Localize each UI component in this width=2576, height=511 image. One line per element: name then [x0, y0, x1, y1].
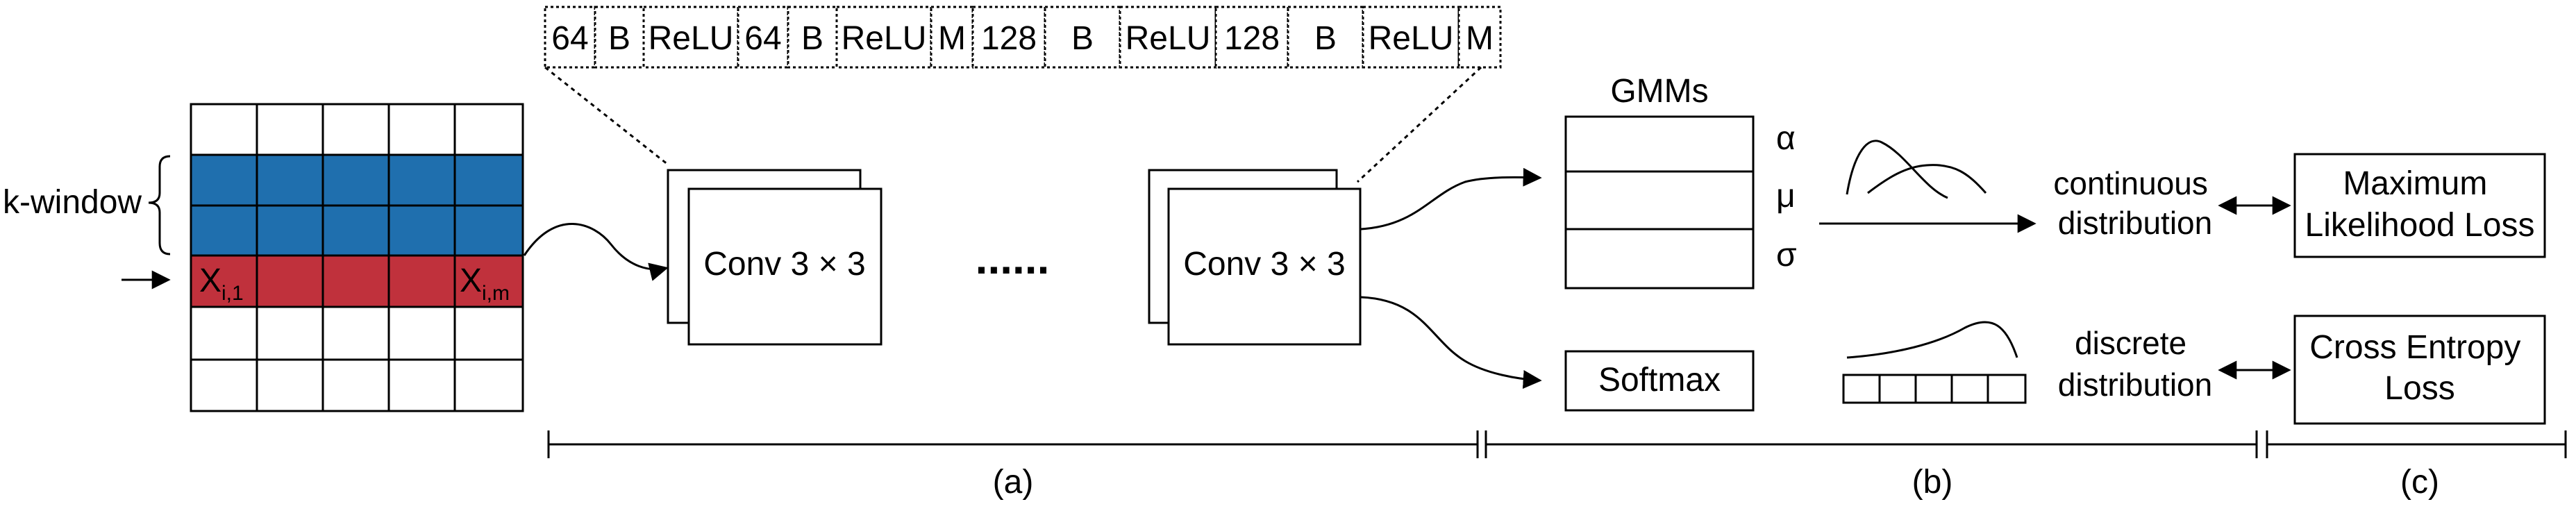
mle-loss-label: Maximum Likelihood Loss [2305, 165, 2535, 244]
k-window-brace [148, 155, 171, 255]
grid-lines [190, 103, 524, 412]
layer-cell: 64 [737, 6, 789, 69]
layer-cell-label: ReLU [1126, 20, 1211, 57]
gmm-param-mu: μ [1776, 178, 1796, 215]
gmm-param-alpha: α [1776, 120, 1796, 157]
input-grid: Xi,1 Xi,m [190, 103, 524, 412]
layer-cell: 128 [971, 6, 1046, 69]
layer-cell-label: ReLU [1369, 20, 1454, 57]
section-a-label: (a) [993, 464, 1034, 501]
grid-to-conv-arrow [523, 223, 669, 281]
conv-block-last: Conv 3 × 3 [1148, 169, 1362, 346]
continuous-distribution-icon [1819, 140, 2036, 233]
x-first-label: Xi,1 [199, 262, 244, 305]
conv-block-first: Conv 3 × 3 [667, 169, 883, 346]
mle-loss-block: Maximum Likelihood Loss [2293, 153, 2546, 258]
section-brackets [547, 430, 2567, 458]
conv-last-label: Conv 3 × 3 [1183, 246, 1345, 283]
layer-cell: ReLU [1119, 6, 1217, 69]
layer-cell: ReLU [642, 6, 739, 69]
conv-to-gmm-arrow [1360, 167, 1542, 231]
layer-cell-label: 128 [1224, 20, 1280, 57]
layer-cell: B [1044, 6, 1121, 69]
softmax-block: Softmax [1564, 350, 1755, 412]
layer-cell-label: B [1314, 20, 1337, 57]
section-c-label: (c) [2400, 464, 2439, 501]
x-last-label: Xi,m [460, 262, 510, 305]
layer-cell: 128 [1214, 6, 1289, 69]
layer-cell-label: 128 [981, 20, 1037, 57]
discrete-label: discrete distribution [2058, 325, 2212, 403]
layer-cell-label: B [608, 20, 630, 57]
layer-cell: B [787, 6, 838, 69]
ce-loss-label: Cross Entropy Loss [2309, 329, 2529, 407]
zoom-line-left [544, 66, 669, 166]
ellipsis: ...... [976, 233, 1050, 283]
layer-cell-label: ReLU [842, 20, 927, 57]
discrete-distribution-icon [1842, 321, 2027, 404]
layer-cell: ReLU [835, 6, 932, 69]
layer-cell-label: B [801, 20, 823, 57]
gmm-param-sigma: σ [1776, 237, 1797, 274]
current-row-fill [191, 255, 523, 307]
layer-cell-label: 64 [744, 20, 781, 57]
layer-cell: B [594, 6, 645, 69]
gmm-title: GMMs [1610, 73, 1708, 110]
continuous-label: continuous distribution [2053, 165, 2216, 241]
layer-cell: M [930, 6, 974, 69]
layer-cell-label: M [1466, 20, 1494, 57]
layer-cell: B [1287, 6, 1364, 69]
softmax-label: Softmax [1598, 362, 1721, 399]
conv-to-softmax-arrow [1360, 296, 1542, 389]
layer-cell-label: M [938, 20, 966, 57]
layer-cell-label: 64 [551, 20, 588, 57]
layer-cell-label: ReLU [649, 20, 734, 57]
zoom-line-right [1356, 66, 1482, 183]
layer-sequence: 64 B ReLU 64 B ReLU M 128 B ReLU 128 B ReLU M [544, 6, 1502, 69]
gmm-block: GMMs α μ σ [1564, 73, 1797, 290]
section-b-label: (b) [1912, 464, 1953, 501]
conv-first-label: Conv 3 × 3 [703, 246, 865, 283]
layer-cell: 64 [544, 6, 596, 69]
ce-loss-block: Cross Entropy Loss [2293, 315, 2546, 425]
layer-cell: ReLU [1362, 6, 1460, 69]
layer-cell: M [1457, 6, 1502, 69]
layer-cell-label: B [1071, 20, 1094, 57]
k-window-label: k-window [3, 184, 142, 221]
